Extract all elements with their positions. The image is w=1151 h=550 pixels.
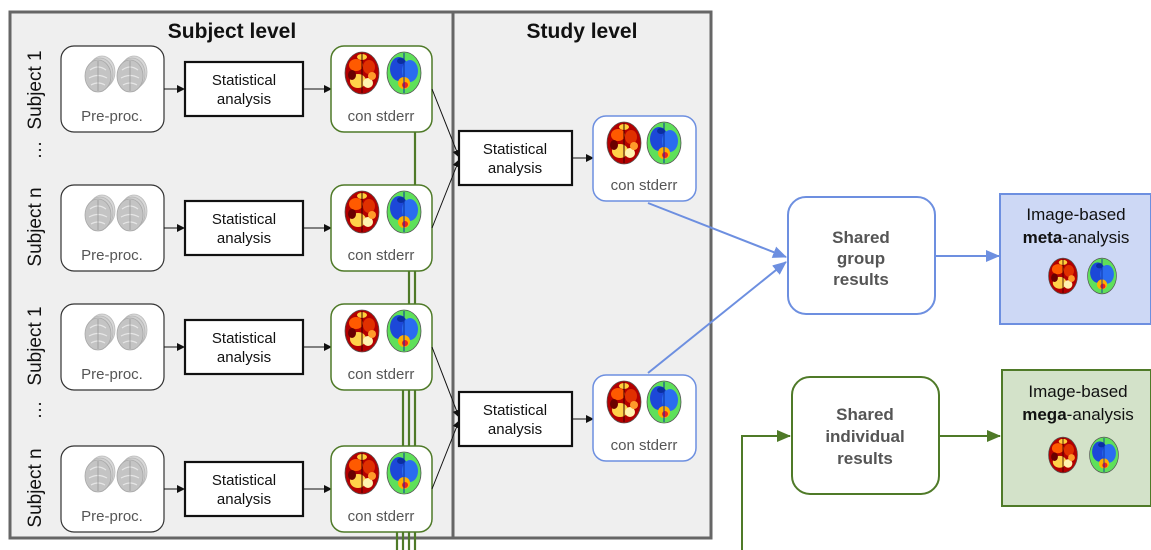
contrast-map-icon (344, 190, 380, 234)
study-row: Statistical analysis con stderr (457, 374, 697, 462)
stat-label-line2: analysis (217, 230, 271, 247)
subject-level-title: Subject level (168, 20, 296, 43)
shared-group-line2: group (837, 249, 885, 268)
con-stderr-label: con stderr (348, 247, 415, 264)
stat-label-line2: analysis (488, 160, 542, 177)
mega-rest: -analysis (1067, 405, 1134, 424)
subject-row: Subject n Pre-proc. Statistical analysis… (25, 184, 433, 272)
con-stderr-box: con stderr (330, 445, 433, 533)
stderr-map-icon (646, 380, 682, 424)
shared-individual-line2: individual (825, 427, 904, 446)
stat-label-line1: Statistical (212, 211, 276, 228)
con-stderr-label: con stderr (611, 177, 678, 194)
mega-line1: Image-based (1028, 382, 1127, 401)
subject-row: Subject 1 Pre-proc. Statistical analysis… (25, 303, 433, 391)
con-stderr-box: con stderr (330, 184, 433, 272)
con-stderr-label: con stderr (348, 366, 415, 383)
statistical-analysis-box: Statistical analysis (457, 129, 574, 187)
contrast-map-icon (344, 451, 380, 495)
contrast-map-icon (1048, 257, 1078, 295)
stat-label-line2: analysis (217, 349, 271, 366)
stat-label-line2: analysis (217, 491, 271, 508)
shared-group-results-box: Shared group results (787, 196, 936, 315)
stat-label-line2: analysis (488, 421, 542, 438)
stderr-map-icon (386, 451, 422, 495)
meta-line1: Image-based (1026, 205, 1125, 224)
stat-label-line1: Statistical (212, 472, 276, 489)
statistical-analysis-box: Statistical analysis (183, 199, 305, 257)
statistical-analysis-box: Statistical analysis (183, 460, 305, 518)
statistical-analysis-box: Statistical analysis (457, 390, 574, 448)
preproc-label: Pre-proc. (81, 247, 143, 264)
subject-label: Subject 1 (25, 50, 46, 129)
preproc-box: Pre-proc. (60, 184, 165, 272)
subject-label: Subject 1 (25, 306, 46, 385)
ellipsis: … (25, 401, 46, 420)
meta-bold: meta (1023, 228, 1063, 247)
mega-analysis-box: Image-based mega-analysis (1001, 369, 1151, 507)
to-shared-group-arrow (647, 202, 787, 258)
stat-label-line1: Statistical (212, 72, 276, 89)
mega-bold: mega (1022, 405, 1067, 424)
con-stderr-label: con stderr (348, 508, 415, 525)
preproc-box: Pre-proc. (60, 45, 165, 133)
stderr-map-icon (646, 121, 682, 165)
con-stderr-label: con stderr (611, 437, 678, 454)
con-stderr-box: con stderr (330, 45, 433, 133)
statistical-analysis-box: Statistical analysis (183, 318, 305, 376)
contrast-map-icon (606, 380, 642, 424)
meta-analysis-box: Image-based meta-analysis (999, 193, 1151, 325)
contrast-map-icon (344, 51, 380, 95)
study-row: Statistical analysis con stderr (457, 115, 697, 202)
subject-label: Subject n (25, 187, 46, 266)
stat-label-line1: Statistical (212, 330, 276, 347)
preproc-label: Pre-proc. (81, 508, 143, 525)
to-shared-group-arrow (647, 261, 787, 374)
preproc-label: Pre-proc. (81, 366, 143, 383)
stat-label-line2: analysis (217, 91, 271, 108)
mega-line2: mega-analysis (1022, 405, 1134, 424)
stderr-map-icon (386, 190, 422, 234)
shared-group-line3: results (833, 270, 889, 289)
shared-individual-line1: Shared (836, 405, 894, 424)
shared-individual-results-box: Shared individual results (791, 376, 940, 495)
stderr-map-icon (386, 309, 422, 353)
study-level-title: Study level (527, 20, 638, 43)
statistical-analysis-box: Statistical analysis (183, 60, 305, 118)
to-shared-individual-arrow (741, 430, 791, 550)
individual-results-lines (395, 131, 417, 550)
con-stderr-box: con stderr (592, 115, 697, 202)
subject-row: Subject 1 Pre-proc. Statistical analysis… (25, 45, 433, 133)
preproc-label: Pre-proc. (81, 108, 143, 125)
contrast-map-icon (344, 309, 380, 353)
shared-group-line1: Shared (832, 228, 890, 247)
stderr-map-icon (1089, 436, 1119, 474)
subject-to-study-arrows (431, 88, 461, 490)
meta-rest: -analysis (1062, 228, 1129, 247)
con-stderr-box: con stderr (592, 374, 697, 462)
stat-label-line1: Statistical (483, 141, 547, 158)
stderr-map-icon (1087, 257, 1117, 295)
contrast-map-icon (1048, 436, 1078, 474)
meta-line2: meta-analysis (1023, 228, 1130, 247)
contrast-map-icon (606, 121, 642, 165)
preproc-box: Pre-proc. (60, 445, 165, 533)
subject-row: Subject n Pre-proc. Statistical analysis… (25, 445, 433, 533)
ellipsis: … (25, 141, 46, 160)
stat-label-line1: Statistical (483, 402, 547, 419)
shared-individual-line3: results (837, 449, 893, 468)
stderr-map-icon (386, 51, 422, 95)
con-stderr-box: con stderr (330, 303, 433, 391)
con-stderr-label: con stderr (348, 108, 415, 125)
preproc-box: Pre-proc. (60, 303, 165, 391)
subject-label: Subject n (25, 448, 46, 527)
